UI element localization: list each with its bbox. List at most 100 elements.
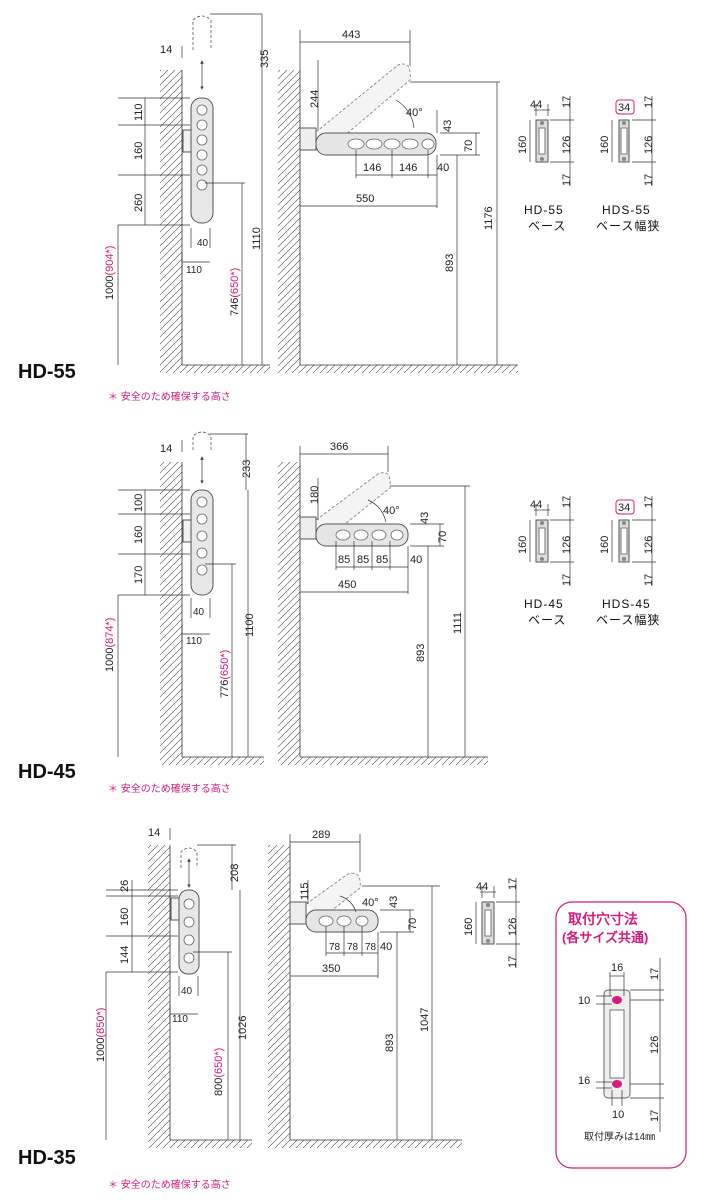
dim-right-b: 1110 [251,227,263,250]
svg-text:ベース幅狭: ベース幅狭 [596,612,660,627]
dim-hole-2: 146 [399,162,417,174]
dim-height-a: 893 [444,254,456,272]
svg-text:17: 17 [643,496,655,508]
svg-text:17: 17 [561,174,573,186]
svg-text:40°: 40° [383,505,400,517]
dim-total-a: 1000(904*) [104,246,116,300]
front-wall [278,70,300,365]
mount-w-bottom: 16 [578,1075,590,1087]
dim-pipe-w: 70 [463,140,475,152]
svg-text:1026: 1026 [237,1016,249,1040]
svg-text:366: 366 [330,441,348,453]
dim-h1: 110 [133,103,145,121]
mount-hole-top: 10 [578,995,590,1007]
svg-text:289: 289 [312,829,330,841]
svg-text:126: 126 [507,918,519,936]
mount-bottom: 17 [649,1110,661,1122]
svg-text:144: 144 [119,946,131,964]
mount-caption: 取付厚みは14㎜ [584,1130,655,1143]
svg-text:17: 17 [561,574,573,586]
svg-text:34: 34 [618,502,630,514]
svg-text:160: 160 [133,526,145,544]
mount-top: 17 [649,968,661,980]
model-label: HD-55 [18,361,76,383]
svg-text:14: 14 [148,827,160,839]
svg-text:110: 110 [186,636,202,647]
svg-text:HDS-55: HDS-55 [602,203,651,217]
svg-text:160: 160 [599,536,611,554]
svg-text:126: 126 [643,536,655,554]
svg-text:ベース: ベース [528,219,566,233]
svg-text:126: 126 [561,136,573,154]
svg-text:40: 40 [181,986,193,997]
side-arm [190,97,214,224]
dim-arm-h: 244 [309,90,321,108]
svg-text:44: 44 [530,499,542,511]
svg-text:78: 78 [365,942,377,953]
side-bracket [182,129,192,153]
dim-top-offset: 14 [160,44,172,56]
svg-text:40: 40 [410,554,422,566]
svg-text:40: 40 [380,941,392,953]
svg-text:450: 450 [338,579,356,591]
svg-text:43: 43 [388,896,400,908]
mount-hole-bottom: 10 [612,1109,624,1121]
model-label: HD-45 [18,761,76,783]
dim-hole-1: 146 [363,162,381,174]
folded-arm-outline [192,15,212,50]
dim-pipe-h: 43 [442,120,454,132]
base-hd: 44 17 126 17 160 HD-55 ベース [517,96,574,233]
svg-text:17: 17 [561,496,573,508]
section-hd-55: 14 335 110 160 260 1000(904*) 746(650*) … [18,13,659,403]
svg-text:160: 160 [599,136,611,154]
svg-text:40: 40 [193,607,205,618]
svg-text:78: 78 [347,942,359,953]
mount-subtitle: (各サイズ共通) [562,930,648,945]
dim-angle: 40° [406,107,423,119]
mount-w-top: 16 [611,962,623,974]
svg-text:110: 110 [172,1014,188,1025]
svg-text:43: 43 [419,512,431,524]
dim-right-a: 746(650*) [229,268,241,316]
floor [160,365,270,373]
dim-h2: 160 [133,142,145,160]
svg-text:HD-55: HD-55 [524,203,564,217]
svg-text:44: 44 [476,881,488,893]
front-floor [278,365,518,373]
svg-text:160: 160 [463,918,475,936]
svg-text:14: 14 [160,443,172,455]
svg-text:208: 208 [229,864,241,882]
svg-text:100: 100 [133,494,145,512]
mount-mid: 126 [649,1036,661,1054]
svg-text:17: 17 [643,574,655,586]
svg-text:85: 85 [376,554,388,566]
safety-note: ＊ 安全のため確保する高さ [108,782,231,795]
svg-text:126: 126 [643,136,655,154]
dim-height-b: 1176 [483,206,495,230]
svg-text:170: 170 [133,566,145,584]
section-hd-45: 14 233 100 160 170 1000(874*) 776(650*) … [18,431,660,795]
svg-text:17: 17 [561,96,573,108]
svg-text:1047: 1047 [419,1008,431,1032]
svg-text:115: 115 [299,882,311,900]
safety-note: ＊ 安全のため確保する高さ [108,390,231,403]
svg-text:350: 350 [322,963,340,975]
safety-note: ＊ 安全のため確保する高さ [108,1178,231,1191]
svg-text:85: 85 [357,554,369,566]
svg-text:70: 70 [407,918,419,930]
dim-h3: 260 [133,194,145,212]
folded-arm [315,63,411,149]
svg-text:160: 160 [517,536,529,554]
svg-text:800(650*): 800(650*) [213,1048,225,1096]
svg-text:233: 233 [241,460,253,478]
svg-text:40°: 40° [362,897,379,909]
svg-text:893: 893 [415,644,427,662]
dim-end: 40 [437,162,449,174]
svg-text:ベース: ベース [528,613,566,627]
svg-text:17: 17 [643,174,655,186]
svg-text:893: 893 [384,1034,396,1052]
dim-top-len: 443 [342,29,360,41]
side-wall [160,70,182,365]
model-label: HD-35 [18,1147,76,1169]
